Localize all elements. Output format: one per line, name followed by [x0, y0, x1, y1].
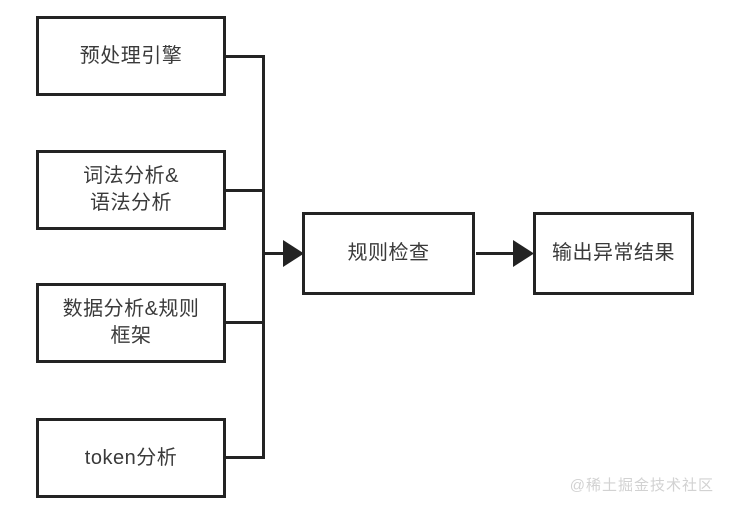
node-data-analysis-rule-framework[interactable]: 数据分析&规则 框架 [36, 283, 226, 363]
node-output-abnormal-result-label: 输出异常结果 [552, 242, 675, 264]
node-data-analysis-rule-framework-label: 数据分析&规则 框架 [62, 298, 200, 347]
node-output-abnormal-result[interactable]: 输出异常结果 [533, 212, 694, 295]
node-lexical-syntax-analysis[interactable]: 词法分析& 语法分析 [36, 150, 226, 230]
arrowhead-rulecheck-to-output [513, 240, 534, 267]
node-token-analysis[interactable]: token分析 [36, 418, 226, 498]
arrowhead-bus-to-rulecheck [283, 240, 304, 267]
node-rule-check-label: 规则检查 [347, 242, 430, 264]
node-rule-check[interactable]: 规则检查 [302, 212, 475, 295]
node-preprocess-engine[interactable]: 预处理引擎 [36, 16, 226, 96]
node-lexical-syntax-analysis-label: 词法分析& 语法分析 [83, 165, 179, 214]
watermark-text: @稀土掘金技术社区 [569, 477, 714, 494]
node-token-analysis-label: token分析 [84, 446, 178, 469]
node-preprocess-engine-label: 预处理引擎 [79, 44, 183, 67]
